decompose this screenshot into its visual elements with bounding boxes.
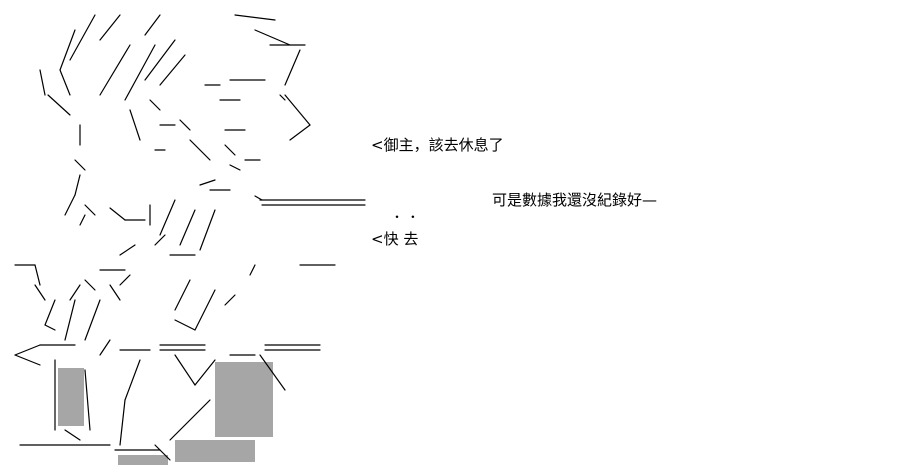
face-stroke [74,174,81,196]
hair-stroke [124,44,156,101]
dialogue-line-3: <快 去 [371,230,419,248]
neck-stroke [154,234,166,246]
face-stroke [84,204,96,216]
hair-stroke [99,44,131,96]
body-stroke [14,354,41,366]
neck-stroke [44,299,56,326]
face-stroke [199,179,216,186]
face-stroke [224,144,236,156]
body-stroke [174,319,196,331]
hair-stroke [144,39,176,81]
body-stroke [99,339,111,356]
hair-stroke [289,124,311,141]
body-stroke [119,399,126,446]
body-stroke [64,429,81,441]
body-stroke [154,444,171,461]
face-stroke [189,139,211,161]
neck-stroke [84,299,101,341]
neck-stroke [119,274,131,286]
face-stroke [179,119,191,131]
body-stroke [174,279,191,311]
body-stroke [174,354,196,386]
neck-stroke [159,199,176,236]
hair-stroke [69,14,96,61]
face-stroke [149,99,161,111]
shading [215,362,273,437]
hair-stroke [59,29,76,71]
hair-stroke [99,14,121,41]
hair-stroke [234,14,276,21]
face-stroke [64,194,76,216]
body-stroke [224,294,236,306]
face-stroke [129,109,141,141]
neck-stroke [34,284,46,301]
neck-stroke [119,244,136,256]
neck-stroke [64,299,76,341]
hair-stroke [254,29,291,46]
shading [118,455,168,465]
body-stroke [84,369,91,431]
face-stroke [79,214,86,226]
hair-stroke [279,94,286,101]
shading [175,440,255,462]
neck-stroke [109,284,121,301]
dialogue-line-1: <御主，該去休息了 [371,136,504,154]
body-stroke [194,289,216,331]
body-stroke [249,264,256,276]
neck-stroke [84,279,96,291]
hair-stroke [144,14,161,36]
body-stroke [14,344,41,356]
face-stroke [39,69,46,96]
body-stroke [194,359,216,386]
emphasis-dots: ・ ・ [391,210,419,224]
face-stroke [74,159,86,171]
hair-stroke [159,54,186,86]
body-stroke [259,354,286,391]
shading [58,368,84,426]
hair-stroke [284,49,301,86]
face-stroke [109,207,126,221]
face-stroke [229,164,241,171]
dialogue-line-2: 可是數據我還沒紀錄好— [492,191,658,209]
face-stroke [59,69,71,96]
face-stroke [47,94,71,116]
neck-stroke [44,324,56,331]
neck-stroke [69,284,81,301]
body-stroke [169,399,211,441]
neck-stroke [34,264,41,286]
body-stroke [124,359,141,401]
pen-stroke [254,195,263,201]
neck-stroke [199,209,216,251]
hair-stroke [284,94,311,126]
neck-stroke [179,209,196,246]
